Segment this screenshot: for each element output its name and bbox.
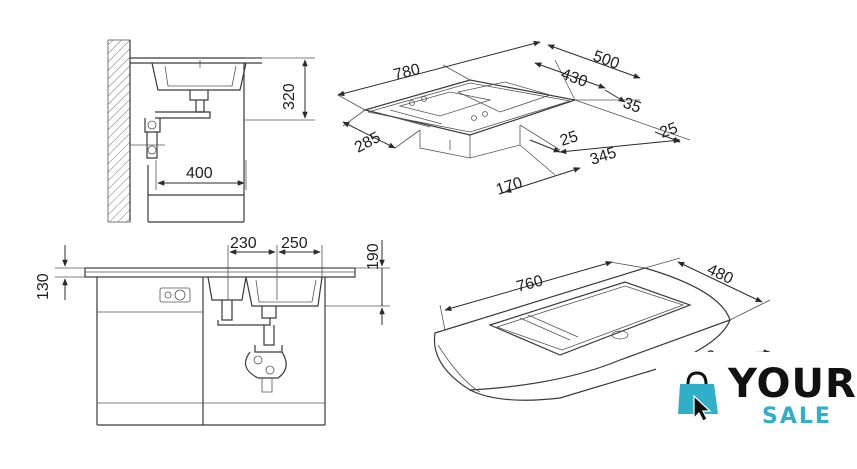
top-view: 780 500 430 35 285 25 345 25 170 xyxy=(337,40,691,199)
dim-285-label: 285 xyxy=(352,129,384,157)
dim-430-label: 430 xyxy=(559,66,590,91)
logo-word-sale: SALE xyxy=(762,404,832,429)
dim-25b-label: 25 xyxy=(658,120,681,142)
dim-500-label: 500 xyxy=(591,48,622,73)
dim-35-label: 35 xyxy=(621,95,644,117)
wall-section xyxy=(107,39,131,223)
dim-480-label: 480 xyxy=(704,261,735,288)
dim-250-label: 250 xyxy=(281,235,308,252)
logo-word-your: YOUR xyxy=(728,361,857,407)
dim-230-label: 230 xyxy=(230,235,257,252)
dim-780-label: 780 xyxy=(392,61,422,84)
dim-400-label: 400 xyxy=(186,165,213,182)
dim-130-label: 130 xyxy=(35,273,52,300)
shopping-bag-cursor-icon xyxy=(678,371,718,422)
side-view: 320 400 xyxy=(107,39,315,223)
front-view: 230 250 190 130 xyxy=(35,235,390,426)
dim-25a-label: 25 xyxy=(558,128,580,150)
dim-190-label: 190 xyxy=(365,243,382,270)
dim-760-label: 760 xyxy=(515,273,545,296)
yoursale-logo: YOUR SALE xyxy=(656,352,856,469)
dim-320-label: 320 xyxy=(281,83,298,110)
dim-170-label: 170 xyxy=(494,174,525,198)
dim-345-label: 345 xyxy=(588,144,619,168)
